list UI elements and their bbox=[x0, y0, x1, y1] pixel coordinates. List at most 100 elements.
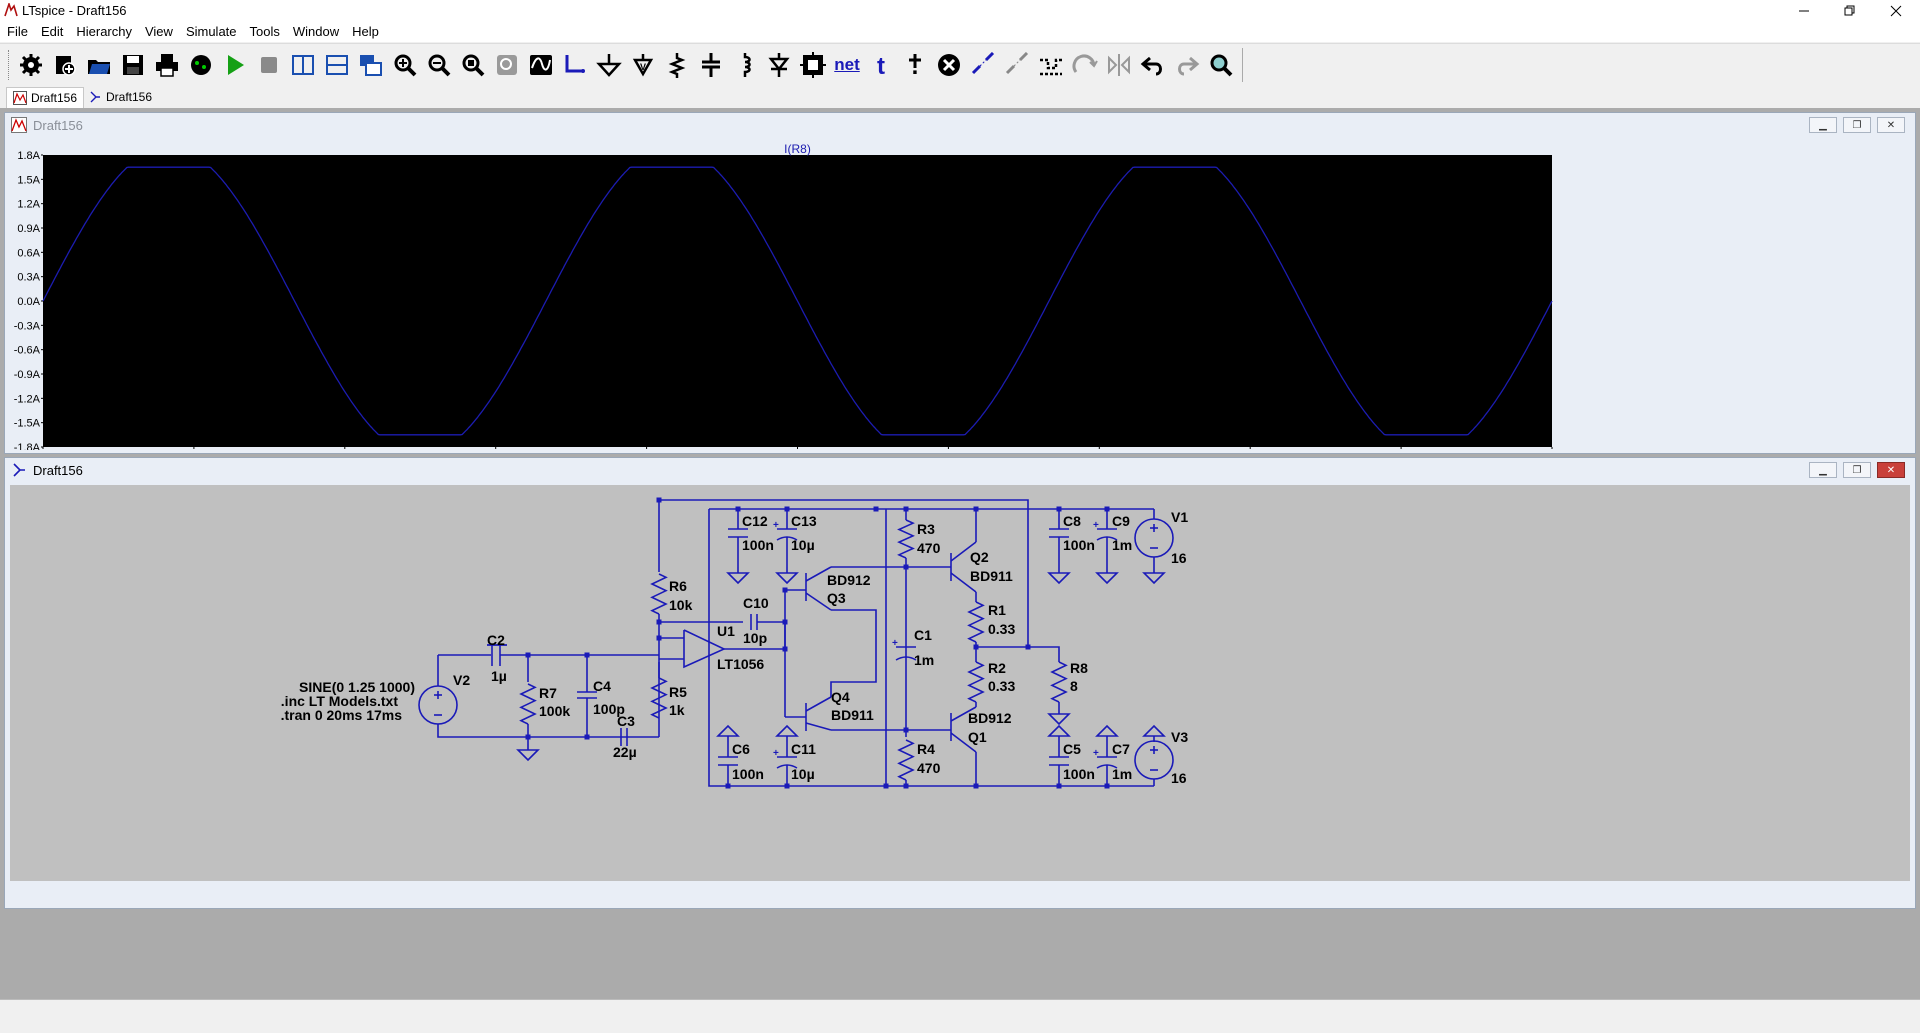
wire[interactable] bbox=[976, 646, 1060, 662]
value-r5[interactable]: 1k bbox=[669, 702, 685, 718]
transistor-collector[interactable] bbox=[950, 706, 977, 722]
ground-symbol[interactable] bbox=[726, 567, 750, 585]
value-c9[interactable]: 1m bbox=[1112, 537, 1132, 553]
minimize-button[interactable] bbox=[1781, 0, 1827, 22]
ground-symbol[interactable] bbox=[716, 724, 740, 742]
resistor-symbol[interactable] bbox=[1050, 661, 1068, 703]
waveform-chart[interactable]: 1.8A1.5A1.2A0.9A0.6A0.3A0.0A-0.3A-0.6A-0… bbox=[10, 140, 1912, 463]
label-r2[interactable]: R2 bbox=[988, 660, 1006, 676]
transistor-emitter[interactable] bbox=[950, 732, 977, 753]
control-panel-button[interactable] bbox=[184, 49, 218, 81]
duplicate-button[interactable] bbox=[966, 49, 1000, 81]
zoom-full-button[interactable] bbox=[490, 49, 524, 81]
text-button[interactable]: t bbox=[864, 49, 898, 81]
capacitor-plate[interactable] bbox=[895, 656, 917, 661]
undo-button[interactable] bbox=[1136, 49, 1170, 81]
value-c11[interactable]: 10µ bbox=[791, 766, 815, 782]
component-button[interactable] bbox=[796, 49, 830, 81]
resistor-symbol[interactable] bbox=[650, 573, 668, 615]
directive-sine[interactable]: SINE(0 1.25 1000) bbox=[299, 679, 415, 695]
resistor-symbol[interactable] bbox=[897, 739, 915, 781]
menu-help[interactable]: Help bbox=[352, 24, 379, 39]
label-r1[interactable]: R1 bbox=[988, 602, 1006, 618]
delete-button[interactable] bbox=[932, 49, 966, 81]
label-r8[interactable]: R8 bbox=[1070, 660, 1088, 676]
find-button[interactable] bbox=[1204, 49, 1238, 81]
wire[interactable] bbox=[659, 499, 1029, 647]
transistor-collector[interactable] bbox=[950, 541, 977, 562]
open-button[interactable] bbox=[82, 49, 116, 81]
label-c1[interactable]: C1 bbox=[914, 627, 932, 643]
ground-symbol[interactable] bbox=[775, 567, 799, 585]
new-schematic-button[interactable] bbox=[48, 49, 82, 81]
label-q1[interactable]: Q1 bbox=[968, 729, 987, 745]
tile-vertical-button[interactable] bbox=[286, 49, 320, 81]
ground-symbol[interactable] bbox=[1095, 567, 1119, 585]
autorange-button[interactable] bbox=[524, 49, 558, 81]
diode-button[interactable] bbox=[762, 49, 796, 81]
save-button[interactable] bbox=[116, 49, 150, 81]
move-button[interactable] bbox=[1000, 49, 1034, 81]
ground-symbol[interactable] bbox=[1142, 724, 1166, 742]
value-r8[interactable]: 8 bbox=[1070, 678, 1078, 694]
redo-button[interactable] bbox=[1170, 49, 1204, 81]
label-r7[interactable]: R7 bbox=[539, 685, 557, 701]
tile-horizontal-button[interactable] bbox=[320, 49, 354, 81]
trace-i-r8[interactable] bbox=[42, 166, 1553, 436]
menu-simulate[interactable]: Simulate bbox=[185, 24, 237, 39]
label-v1[interactable]: V1 bbox=[1171, 509, 1188, 525]
value-r7[interactable]: 100k bbox=[539, 703, 570, 719]
directive-include[interactable]: .inc LT Models.txt bbox=[281, 693, 399, 709]
opamp-body[interactable] bbox=[683, 629, 726, 669]
value-c5[interactable]: 100n bbox=[1063, 766, 1095, 782]
resistor-symbol[interactable] bbox=[967, 601, 985, 643]
label-q4[interactable]: Q4 bbox=[831, 689, 850, 705]
value-r4[interactable]: 470 bbox=[917, 760, 941, 776]
cascade-button[interactable] bbox=[354, 49, 388, 81]
menu-tools[interactable]: Tools bbox=[249, 24, 280, 39]
value-c6[interactable]: 100n bbox=[732, 766, 764, 782]
label-q2[interactable]: Q2 bbox=[970, 549, 989, 565]
settings-button[interactable] bbox=[14, 49, 48, 81]
resistor-button[interactable] bbox=[660, 49, 694, 81]
label-r3[interactable]: R3 bbox=[917, 521, 935, 537]
halt-button[interactable] bbox=[252, 49, 286, 81]
value-q1[interactable]: BD912 bbox=[968, 710, 1012, 726]
menu-view[interactable]: View bbox=[144, 24, 173, 39]
value-r1[interactable]: 0.33 bbox=[988, 621, 1015, 637]
value-q2[interactable]: BD911 bbox=[970, 568, 1013, 584]
ground-symbol[interactable] bbox=[1047, 567, 1071, 585]
label-c12[interactable]: C12 bbox=[742, 513, 768, 529]
label-v2[interactable]: V2 bbox=[453, 672, 470, 688]
transistor-collector[interactable] bbox=[805, 566, 832, 582]
schematic-window-titlebar[interactable]: Draft156 bbox=[5, 458, 1915, 482]
value-q4[interactable]: BD911 bbox=[831, 707, 874, 723]
menu-window[interactable]: Window bbox=[292, 24, 340, 39]
menu-file[interactable]: File bbox=[7, 24, 28, 39]
capacitor-button[interactable] bbox=[694, 49, 728, 81]
resistor-symbol[interactable] bbox=[967, 661, 985, 703]
ground-symbol[interactable] bbox=[1095, 724, 1119, 742]
ground-symbol[interactable] bbox=[1142, 567, 1166, 585]
transistor-emitter[interactable] bbox=[805, 722, 832, 731]
wire[interactable] bbox=[708, 509, 1154, 787]
value-c2[interactable]: 1µ bbox=[491, 668, 507, 684]
directive-tran[interactable]: .tran 0 20ms 17ms bbox=[281, 707, 403, 723]
label-q3[interactable]: Q3 bbox=[827, 590, 846, 606]
label-c6[interactable]: C6 bbox=[732, 741, 750, 757]
label-r4[interactable]: R4 bbox=[917, 741, 935, 757]
waveform-maximize-button[interactable]: ❐ bbox=[1843, 117, 1871, 133]
value-r2[interactable]: 0.33 bbox=[988, 678, 1015, 694]
value-v3[interactable]: 16 bbox=[1171, 770, 1187, 786]
label-c11[interactable]: C11 bbox=[791, 741, 816, 757]
value-v1[interactable]: 16 bbox=[1171, 550, 1187, 566]
value-c8[interactable]: 100n bbox=[1063, 537, 1095, 553]
waveform-window-titlebar[interactable]: Draft156 bbox=[5, 113, 1915, 137]
label-v3[interactable]: V3 bbox=[1171, 729, 1188, 745]
value-c10[interactable]: 10p bbox=[743, 630, 767, 646]
value-r6[interactable]: 10k bbox=[669, 597, 693, 613]
wire[interactable] bbox=[830, 609, 877, 697]
value-c12[interactable]: 100n bbox=[742, 537, 774, 553]
run-button[interactable] bbox=[218, 49, 252, 81]
